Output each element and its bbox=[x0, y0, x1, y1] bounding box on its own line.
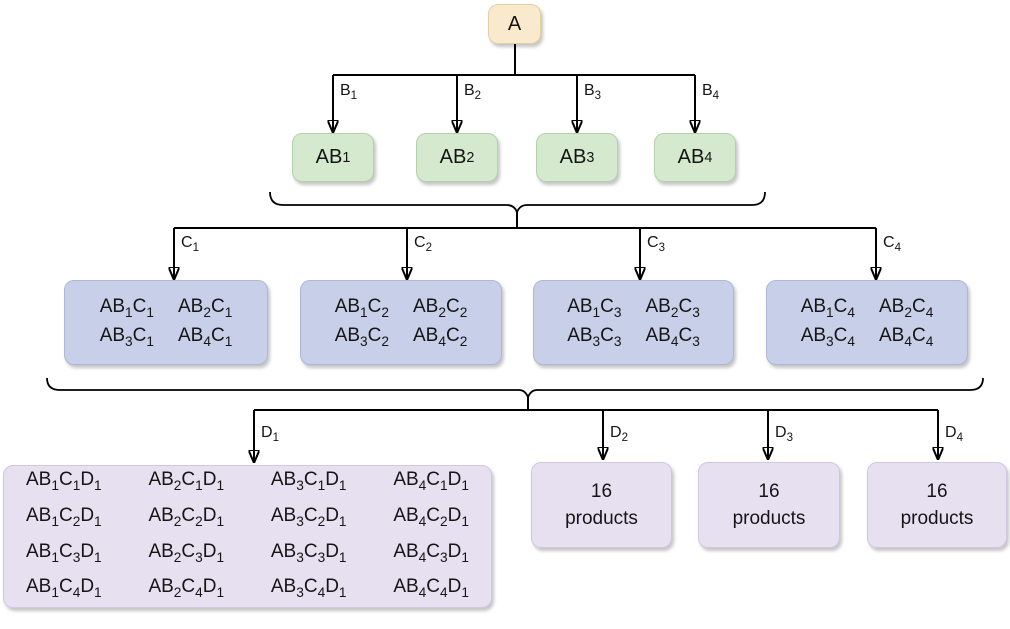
product-label: AB4C2D1 bbox=[393, 504, 469, 529]
b-underbrace bbox=[269, 191, 766, 215]
branch-label-c2: C2 bbox=[414, 234, 432, 255]
product-label: AB3C1 bbox=[99, 325, 154, 349]
product-grid-box-d1: AB1C1D1 AB2C1D1 AB3C1D1 AB4C1D1 AB1C2D1 … bbox=[3, 465, 492, 608]
branch-label-d1: D1 bbox=[261, 424, 279, 445]
product-label: AB4C1 bbox=[178, 325, 233, 349]
branch-label-b2: B2 bbox=[464, 82, 482, 103]
product-label: AB1C3 bbox=[567, 296, 622, 320]
summary-box-d4: 16 products bbox=[867, 462, 1007, 548]
product-label: AB2C1 bbox=[178, 296, 233, 320]
product-label: AB3C3D1 bbox=[270, 540, 347, 565]
branch-label-b4: B4 bbox=[702, 82, 720, 103]
product-group-box-c4: AB1C4 AB2C4 AB3C4 AB4C4 bbox=[766, 280, 968, 365]
product-label: AB4C4D1 bbox=[393, 576, 469, 601]
product-label: AB2C4D1 bbox=[148, 576, 225, 601]
product-label: AB3C2 bbox=[334, 325, 389, 349]
product-label: AB2C2D1 bbox=[148, 504, 225, 529]
product-label: AB2C4 bbox=[879, 296, 934, 320]
product-label: AB4C4 bbox=[879, 325, 934, 349]
branch-label-b3: B3 bbox=[584, 82, 602, 103]
product-label: AB2C2 bbox=[413, 296, 468, 320]
product-label: AB3C4D1 bbox=[270, 576, 347, 601]
product-label: AB2C3D1 bbox=[148, 540, 225, 565]
product-label: AB4C3 bbox=[645, 325, 700, 349]
product-label: AB4C3D1 bbox=[393, 540, 469, 565]
product-label: AB3C4 bbox=[800, 325, 855, 349]
product-label: AB3C1D1 bbox=[270, 468, 347, 493]
branch-label-c3: C3 bbox=[647, 234, 665, 255]
root-a-box: A bbox=[488, 4, 541, 44]
c-underbrace bbox=[46, 377, 984, 400]
product-label: AB1C4D1 bbox=[26, 576, 102, 601]
summary-box-d2: 16 products bbox=[531, 462, 672, 548]
branch-label-c1: C1 bbox=[181, 234, 199, 255]
branch-label-d2: D2 bbox=[610, 424, 628, 445]
product-group-box-c2: AB1C2 AB2C2 AB3C2 AB4C2 bbox=[300, 280, 502, 365]
product-group-box-c1: AB1C1 AB2C1 AB3C1 AB4C1 bbox=[64, 280, 268, 365]
product-label: AB3C3 bbox=[567, 325, 622, 349]
product-label: AB3C2D1 bbox=[270, 504, 347, 529]
product-label: AB1C1 bbox=[99, 296, 154, 320]
branch-label-d4: D4 bbox=[945, 424, 963, 445]
branch-label-b1: B1 bbox=[340, 82, 358, 103]
product-label: AB4C2 bbox=[413, 325, 468, 349]
summary-box-d3: 16 products bbox=[698, 462, 840, 548]
product-label: AB1C4 bbox=[800, 296, 855, 320]
product-group-box-c3: AB1C3 AB2C3 AB3C3 AB4C3 bbox=[533, 280, 734, 365]
product-label: AB1C1D1 bbox=[26, 468, 102, 493]
product-label: AB1C2D1 bbox=[26, 504, 102, 529]
product-label: AB4C1D1 bbox=[393, 468, 469, 493]
product-label: AB1C2 bbox=[334, 296, 389, 320]
product-label: AB2C1D1 bbox=[148, 468, 225, 493]
branch-label-c4: C4 bbox=[883, 234, 901, 255]
branch-label-d3: D3 bbox=[775, 424, 793, 445]
product-label: AB2C3 bbox=[645, 296, 700, 320]
product-label: AB1C3D1 bbox=[26, 540, 102, 565]
